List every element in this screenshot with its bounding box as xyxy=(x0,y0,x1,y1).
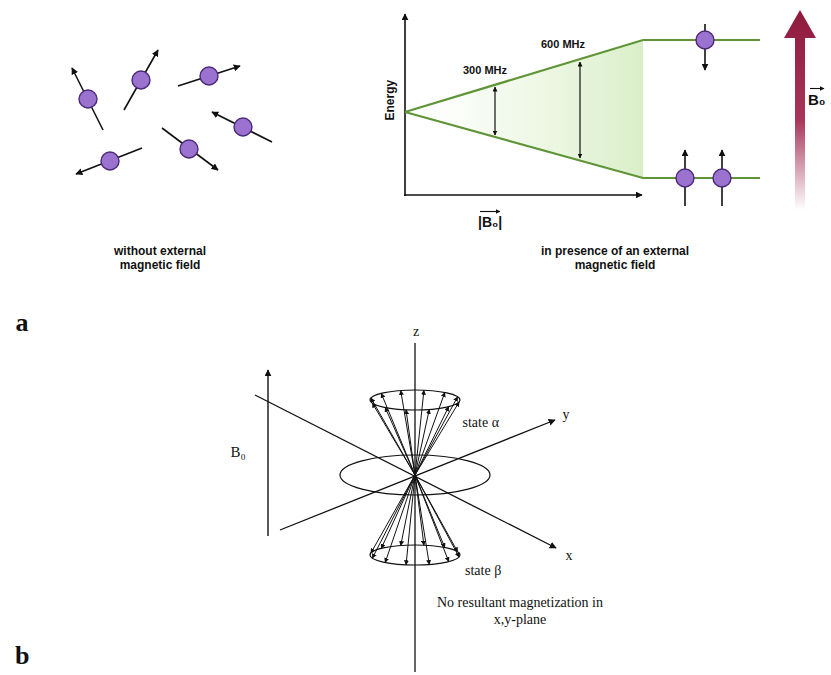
field-label: B₀ xyxy=(231,443,246,461)
spin-particle xyxy=(132,71,150,89)
frequency-label: 300 MHz xyxy=(463,64,507,77)
spin-particles xyxy=(79,67,252,170)
spin-particle xyxy=(713,169,731,187)
spin-particle xyxy=(676,169,694,187)
spin-arrow xyxy=(124,50,158,110)
spin-vector xyxy=(372,475,415,558)
spin-particle xyxy=(101,152,119,170)
field-arrow xyxy=(784,10,816,210)
spin-vector xyxy=(381,475,415,548)
spin-vector xyxy=(401,391,415,475)
vector-mark xyxy=(810,88,824,89)
upper-energy-level xyxy=(405,40,760,112)
spin-vector xyxy=(401,475,415,546)
spin-arrow xyxy=(72,68,103,130)
spin-particle xyxy=(180,140,198,158)
field-arrow xyxy=(267,370,268,536)
spin-vector xyxy=(381,393,415,475)
spin-vector xyxy=(415,393,445,475)
spin-particle xyxy=(696,31,714,49)
state-label: state β xyxy=(465,563,501,580)
field-label: B₀ xyxy=(808,92,826,109)
panel-letter: a xyxy=(16,307,29,338)
frequency-label: 600 MHz xyxy=(541,38,585,51)
spin-vector xyxy=(415,475,458,552)
spin-particle xyxy=(200,67,218,85)
spin-vector xyxy=(371,475,415,553)
lower-energy-level xyxy=(405,112,760,178)
aligned-particles xyxy=(676,31,731,187)
spin-arrow xyxy=(212,112,272,142)
panel-caption: in presence of an external magnetic fiel… xyxy=(520,244,710,273)
random-spins xyxy=(72,50,272,174)
spin-vector xyxy=(415,475,445,548)
energy-axis xyxy=(404,14,406,196)
spin-vector xyxy=(415,397,458,475)
spin-particle xyxy=(79,90,97,108)
axis-label: |B₀| xyxy=(478,215,502,230)
z-axis xyxy=(414,343,415,672)
spin-vector xyxy=(415,475,449,562)
energy-gap-shade xyxy=(405,40,643,178)
note: No resultant magnetization in x,y-plane xyxy=(425,595,615,629)
spin-particle xyxy=(234,118,252,136)
axis-label: Energy xyxy=(383,80,397,121)
spin-arrow xyxy=(178,66,240,86)
axis-label: z xyxy=(413,324,419,341)
state-label: state α xyxy=(463,415,500,432)
vector-mark xyxy=(480,211,500,212)
axis-label: y xyxy=(563,407,570,424)
spin-arrow xyxy=(162,128,218,170)
vector-marks xyxy=(480,89,824,212)
spin-vector xyxy=(385,475,415,562)
axis-label: x xyxy=(566,548,573,565)
transition-arrow xyxy=(494,87,495,135)
transition-arrow xyxy=(579,62,580,158)
panel-letter: b xyxy=(15,640,29,671)
panel-caption: without external magnetic field xyxy=(95,244,225,273)
cone-vectors xyxy=(371,390,459,565)
y-axis xyxy=(280,420,555,530)
field-axis xyxy=(404,194,642,196)
spin-arrow xyxy=(76,148,142,174)
